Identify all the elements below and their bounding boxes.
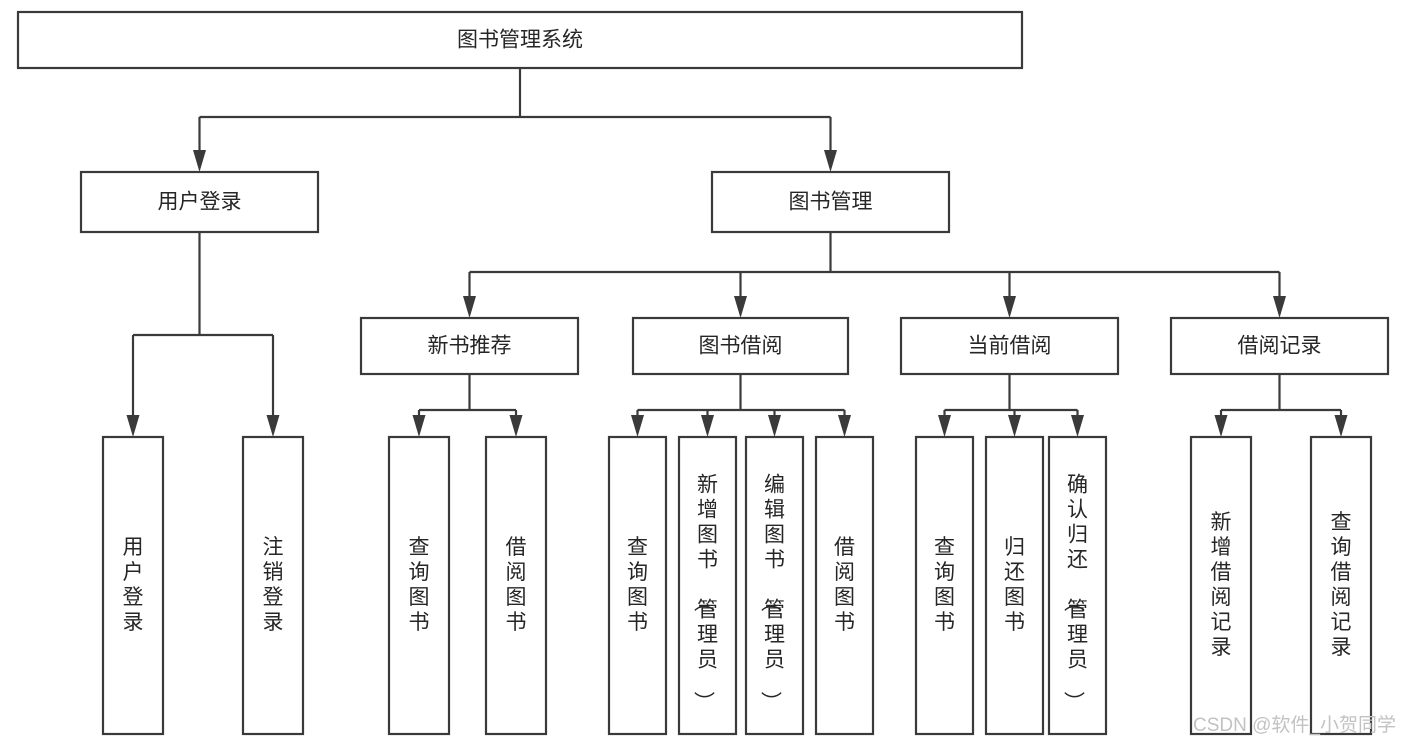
arrow-head-icon [701, 415, 714, 437]
node-leaf-current-query[interactable]: 查询图书 [914, 435, 975, 736]
node-box [16, 10, 1024, 70]
node-root[interactable]: 图书管理系统 [16, 10, 1024, 70]
node-leaf-new-query[interactable]: 查询图书 [387, 435, 451, 736]
node-label: 当前借阅 [968, 335, 1052, 358]
node-label: 查询图书 [409, 536, 430, 634]
node-leaf-borrow-edit[interactable]: 编辑图书（管理员） [744, 435, 805, 736]
node-box [241, 435, 305, 736]
node-leaf-record-add[interactable]: 新增借阅记录 [1189, 435, 1253, 736]
arrow-head-icon [266, 415, 280, 437]
node-label: 图书管理 [789, 191, 873, 214]
arrow-head-icon [824, 150, 837, 172]
node-label: 借阅记录 [1238, 335, 1322, 358]
node-label: 查询图书 [627, 536, 648, 634]
node-newbook[interactable]: 新书推荐 [359, 316, 580, 376]
connector-layer [126, 68, 1348, 437]
node-label: 借阅图书 [834, 536, 855, 634]
node-label: 用户登录 [158, 191, 242, 214]
node-box [814, 435, 875, 736]
arrow-head-icon [1003, 296, 1016, 318]
node-box [710, 170, 951, 234]
node-login[interactable]: 用户登录 [79, 170, 320, 234]
node-label: 借阅图书 [506, 536, 527, 634]
node-label: 新增图书（管理员） [692, 473, 718, 712]
node-box [79, 170, 320, 234]
arrow-head-icon [838, 415, 851, 437]
node-borrow[interactable]: 图书借阅 [631, 316, 850, 376]
node-box [631, 316, 850, 376]
node-bookmgmt[interactable]: 图书管理 [710, 170, 951, 234]
node-box [984, 435, 1045, 736]
node-leaf-borrow-query[interactable]: 查询图书 [607, 435, 668, 736]
node-box [101, 435, 165, 736]
node-label: 图书管理系统 [457, 29, 583, 52]
node-label: 查询图书 [934, 536, 955, 634]
node-label: 归还图书 [1004, 536, 1025, 634]
arrow-head-icon [412, 415, 426, 437]
node-box [387, 435, 451, 736]
csdn-watermark: CSDN @软件_小贺同学 [1193, 714, 1396, 736]
node-label: 用户登录 [123, 536, 144, 634]
arrow-head-icon [1334, 415, 1348, 437]
node-layer: 图书管理系统用户登录图书管理新书推荐图书借阅当前借阅借阅记录用户登录注销登录查询… [16, 10, 1390, 736]
node-box [1309, 435, 1373, 736]
node-leaf-new-borrow[interactable]: 借阅图书 [484, 435, 548, 736]
node-label: 确认归还（管理员） [1062, 473, 1088, 712]
arrow-head-icon [938, 415, 951, 437]
node-leaf-borrow-add[interactable]: 新增图书（管理员） [677, 435, 738, 736]
node-leaf-current-return[interactable]: 归还图书 [984, 435, 1045, 736]
node-box [1189, 435, 1253, 736]
node-current[interactable]: 当前借阅 [899, 316, 1120, 376]
node-box [607, 435, 668, 736]
node-label: 编辑图书（管理员） [759, 473, 785, 712]
node-label: 图书借阅 [699, 335, 783, 358]
arrow-head-icon [193, 150, 206, 172]
arrow-head-icon [1071, 415, 1084, 437]
node-box [914, 435, 975, 736]
arrow-head-icon [1214, 415, 1228, 437]
node-label: 查询借阅记录 [1331, 511, 1352, 659]
arrow-head-icon [1273, 296, 1286, 318]
node-leaf-record-query[interactable]: 查询借阅记录 [1309, 435, 1373, 736]
node-box [484, 435, 548, 736]
node-box [359, 316, 580, 376]
node-record[interactable]: 借阅记录 [1169, 316, 1390, 376]
node-leaf-borrow-do[interactable]: 借阅图书 [814, 435, 875, 736]
node-box [677, 435, 738, 736]
node-leaf-user-logout[interactable]: 注销登录 [241, 435, 305, 736]
node-label: 注销登录 [263, 536, 284, 634]
node-box [899, 316, 1120, 376]
node-label: 新书推荐 [428, 335, 512, 358]
node-box [1047, 435, 1108, 736]
arrow-head-icon [631, 415, 644, 437]
arrow-head-icon [463, 296, 476, 318]
node-box [1169, 316, 1390, 376]
arrow-head-icon [734, 296, 747, 318]
node-label: 新增借阅记录 [1211, 511, 1232, 659]
node-leaf-user-login[interactable]: 用户登录 [101, 435, 165, 736]
arrow-head-icon [768, 415, 781, 437]
arrow-head-icon [126, 415, 140, 437]
arrow-head-icon [1008, 415, 1021, 437]
arrow-head-icon [509, 415, 523, 437]
node-box [744, 435, 805, 736]
node-leaf-current-confirm[interactable]: 确认归还（管理员） [1047, 435, 1108, 736]
